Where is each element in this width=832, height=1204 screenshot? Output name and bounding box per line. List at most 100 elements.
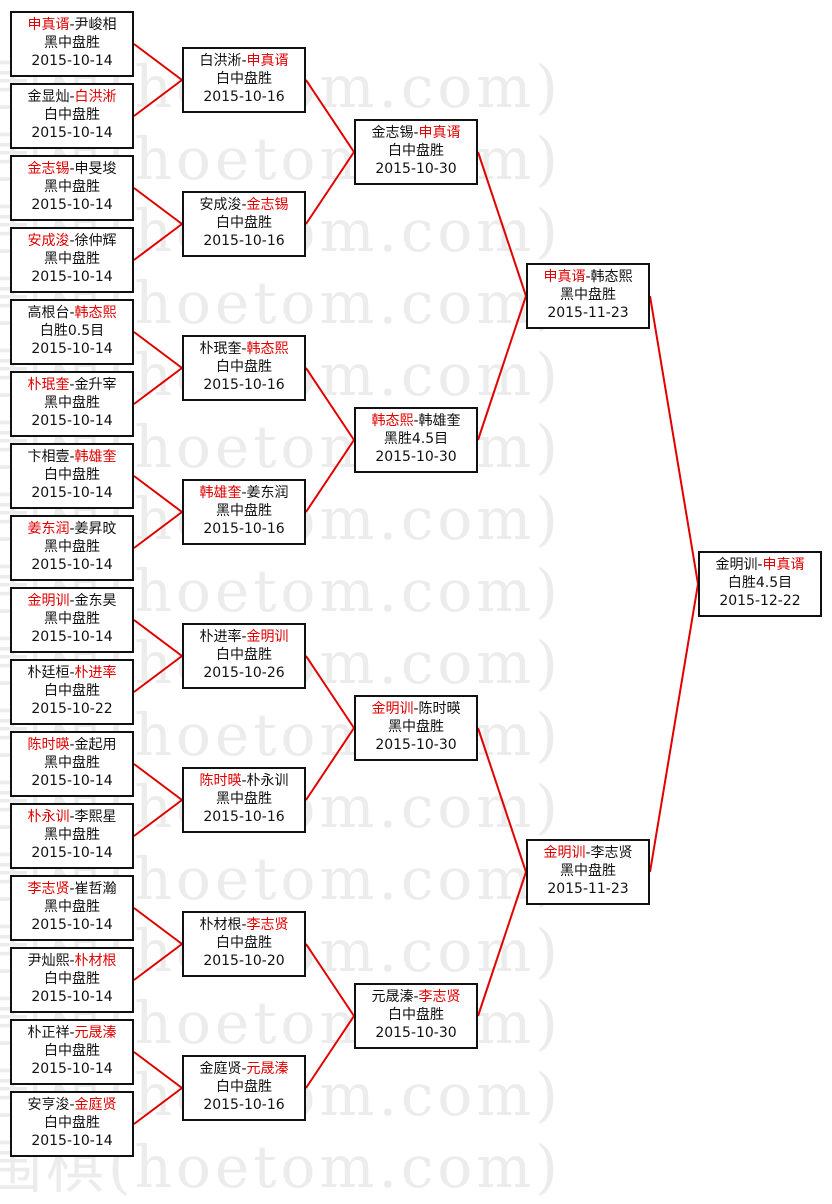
player-two: 朴进率 (74, 665, 117, 681)
match-result: 白中盘胜 (216, 359, 272, 375)
connector-line (133, 475, 183, 513)
versus-dash: - (413, 413, 419, 429)
player-one: 金显灿 (27, 89, 70, 105)
versus-dash: - (585, 845, 591, 861)
versus-dash: - (69, 161, 75, 177)
player-two: 金升宰 (74, 377, 117, 393)
versus-dash: - (413, 989, 419, 1005)
player-two: 申真谞 (418, 125, 461, 141)
match-date: 2015-10-14 (31, 917, 113, 933)
match-result: 白中盘胜 (44, 107, 100, 123)
versus-dash: - (585, 269, 591, 285)
match-date: 2015-10-16 (203, 1097, 285, 1113)
player-one: 白洪淅 (199, 53, 242, 69)
match-players: 李志贤-崔哲瀚 (12, 880, 132, 898)
connector-line (133, 1051, 183, 1089)
versus-dash: - (69, 809, 75, 825)
player-one: 金明训 (27, 593, 70, 609)
connector-line (477, 871, 527, 1017)
player-one: 金明训 (543, 845, 586, 861)
match-date: 2015-11-23 (547, 305, 629, 321)
connector-line (133, 187, 183, 225)
player-one: 姜东润 (27, 521, 70, 537)
player-two: 李志贤 (418, 989, 461, 1005)
match-players: 朴廷桓-朴进率 (12, 664, 132, 682)
connector-line (133, 907, 183, 945)
connector-line (133, 367, 183, 405)
connector-line (305, 79, 355, 153)
match-players: 高根台-韩态熙 (12, 304, 132, 322)
player-one: 朴珉奎 (27, 377, 70, 393)
match-players: 白洪淅-申真谞 (184, 52, 304, 70)
match-date: 2015-10-14 (31, 413, 113, 429)
match-players: 金明训-陈时暎 (356, 700, 476, 718)
versus-dash: - (69, 953, 75, 969)
match-result: 黑中盘胜 (560, 287, 616, 303)
player-two: 元晟溱 (246, 1061, 289, 1077)
match-date: 2015-10-14 (31, 197, 113, 213)
player-one: 金明训 (715, 557, 758, 573)
player-two: 韩雄奎 (74, 449, 117, 465)
bracket-connectors (133, 43, 699, 1125)
player-two: 徐仲辉 (74, 233, 117, 249)
match-date: 2015-10-14 (31, 989, 113, 1005)
player-two: 姜昇旼 (74, 521, 117, 537)
match-date: 2015-10-30 (375, 1025, 457, 1041)
versus-dash: - (241, 197, 247, 213)
match-result: 白中盘胜 (44, 971, 100, 987)
versus-dash: - (241, 629, 247, 645)
player-two: 崔哲瀚 (74, 881, 117, 897)
match-result: 黑胜4.5目 (383, 431, 449, 447)
match-result: 白中盘胜 (216, 71, 272, 87)
connector-line (305, 439, 355, 513)
match-date: 2015-10-14 (31, 1133, 113, 1149)
match-result: 白中盘胜 (216, 647, 272, 663)
match-date: 2015-10-16 (203, 521, 285, 537)
match-players: 陈时暎-金起用 (12, 736, 132, 754)
versus-dash: - (413, 125, 419, 141)
player-two: 申旻埈 (74, 161, 117, 177)
player-one: 朴珉奎 (199, 341, 242, 357)
match-players: 朴珉奎-金升宰 (12, 376, 132, 394)
connector-line (305, 151, 355, 225)
versus-dash: - (69, 1025, 75, 1041)
player-two: 李志贤 (246, 917, 289, 933)
player-one: 元晟溱 (371, 989, 414, 1005)
match-date: 2015-10-14 (31, 845, 113, 861)
versus-dash: - (69, 881, 75, 897)
match-date: 2015-10-14 (31, 485, 113, 501)
match-date: 2015-10-16 (203, 89, 285, 105)
versus-dash: - (241, 1061, 247, 1077)
player-one: 陈时暎 (27, 737, 70, 753)
player-two: 朴材根 (74, 953, 117, 969)
match-result: 黑中盘胜 (216, 791, 272, 807)
versus-dash: - (69, 665, 75, 681)
versus-dash: - (69, 305, 75, 321)
player-one: 金志锡 (371, 125, 414, 141)
match-players: 安亨浚-金庭贤 (12, 1096, 132, 1114)
match-result: 白中盘胜 (216, 1079, 272, 1095)
match-box-round1: 朴珉奎-金升宰黑中盘胜 2015-10-14 (10, 371, 134, 437)
versus-dash: - (241, 53, 247, 69)
player-one: 卞相壹 (27, 449, 70, 465)
match-result: 黑中盘胜 (44, 395, 100, 411)
